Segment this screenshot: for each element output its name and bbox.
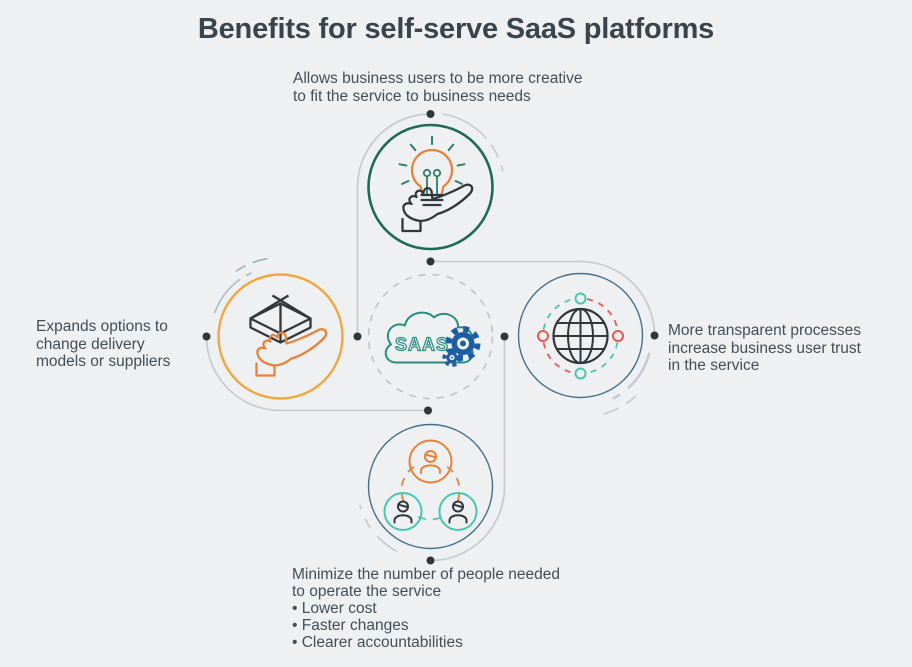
connector-top-to-center bbox=[356, 113, 432, 338]
label-top-benefit: Allows business users to be more creativ… bbox=[293, 70, 583, 105]
deco-arc-right bbox=[612, 352, 651, 400]
connector-dot bbox=[500, 332, 509, 341]
node-ring-top bbox=[367, 123, 494, 251]
connector-center-to-bottom bbox=[429, 335, 506, 562]
node-ring-left bbox=[217, 273, 344, 400]
node-ring-bottom bbox=[367, 423, 494, 550]
node-ring-center-dashed bbox=[367, 273, 494, 400]
globe-orbit-dashes bbox=[542, 298, 619, 374]
open-box bbox=[249, 294, 312, 344]
connector-dot bbox=[426, 556, 435, 565]
deco-arc-top bbox=[442, 113, 506, 188]
hand-shape bbox=[401, 183, 474, 233]
connector-dot bbox=[650, 331, 659, 340]
orbit-node-top bbox=[574, 292, 587, 305]
person-right-icon bbox=[438, 492, 478, 531]
person-left-icon bbox=[383, 492, 423, 531]
page-title: Benefits for self-serve SaaS platforms bbox=[197, 13, 715, 45]
connector-dot bbox=[426, 110, 435, 118]
connector-dot bbox=[353, 332, 362, 341]
label-left-benefit: Expands options to change delivery model… bbox=[36, 318, 171, 370]
open-box-in-hand-icon bbox=[249, 294, 328, 377]
lightbulb-rays bbox=[398, 136, 466, 185]
node-ring-right bbox=[517, 272, 644, 399]
globe-grid bbox=[552, 307, 609, 365]
deco-arc-left-blue bbox=[213, 272, 252, 314]
deco-arc-right-outer bbox=[582, 395, 637, 419]
orbit-node-right bbox=[612, 330, 624, 342]
gear-icon bbox=[445, 326, 481, 361]
connector-dot bbox=[202, 332, 211, 341]
bulb-filament bbox=[422, 168, 442, 194]
connector-top-to-right bbox=[429, 260, 656, 337]
label-right-benefit: More transparent processes increase busi… bbox=[668, 322, 861, 374]
gear-small-icon bbox=[442, 348, 462, 367]
bulb-glass bbox=[410, 148, 454, 197]
orbit-node-left bbox=[537, 330, 549, 342]
orbit-node-bottom bbox=[574, 367, 587, 380]
lightbulb-in-hand-icon bbox=[398, 136, 474, 233]
label-bottom-benefit: Minimize the number of people needed to … bbox=[292, 566, 560, 651]
hand-shape bbox=[255, 328, 328, 377]
connector-dot bbox=[424, 406, 432, 415]
connector-dot bbox=[426, 257, 435, 266]
saas-cloud-gears-icon: SAAS bbox=[384, 311, 481, 367]
team-icon bbox=[383, 439, 478, 531]
globe-icon bbox=[537, 292, 624, 380]
deco-arc-bottom bbox=[359, 504, 413, 558]
connector-lines bbox=[205, 113, 656, 562]
saas-cloud-label: SAAS bbox=[395, 335, 449, 355]
connector-dots bbox=[202, 110, 659, 565]
deco-arc-left-teal bbox=[219, 257, 268, 287]
team-link-dashes bbox=[400, 465, 461, 521]
connector-left-to-center bbox=[205, 335, 429, 412]
decorative-arcs bbox=[213, 113, 651, 558]
person-lead-icon bbox=[408, 439, 453, 484]
